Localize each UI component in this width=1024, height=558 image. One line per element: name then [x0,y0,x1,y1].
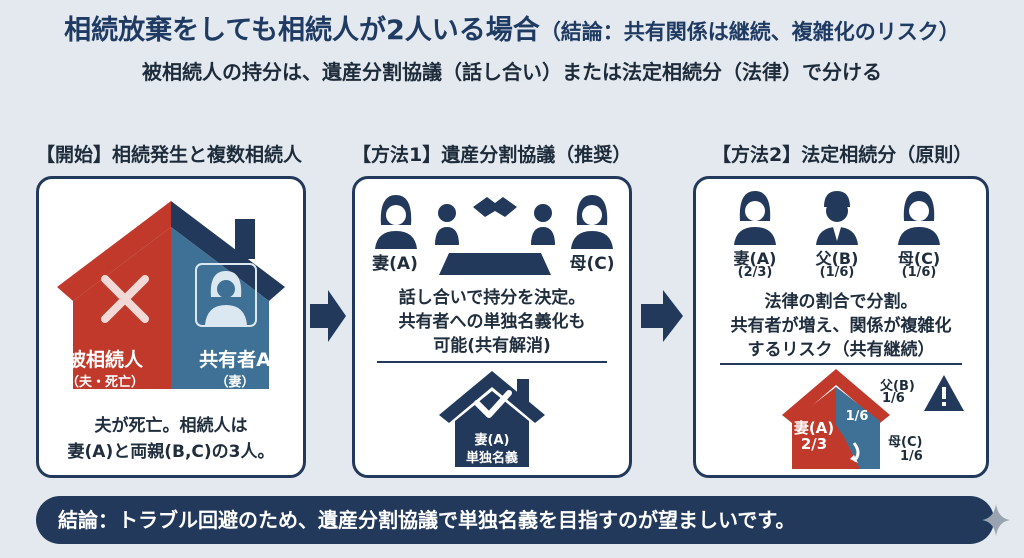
house-share-father-name: 父(B) [880,379,915,394]
page-title: 相続放棄をしても相続人が2人いる場合（結論：共有関係は継続、複雑化のリスク） [0,8,1024,47]
flow-arrow-icon [641,290,683,342]
house-check-icon [439,371,545,467]
warning-icon [924,375,964,411]
heir-name-wife: 妻(A) [733,249,777,268]
house-share-mother-value: 1/6 [900,449,923,464]
deceased-label: 被相続人 [66,349,143,371]
flow-arrow-icon [310,290,346,342]
method1-body-line3: 可能(共有解消) [433,336,551,356]
coowner-label: 共有者A [199,349,271,371]
house-sole-title-label: 単独名義 [465,451,518,466]
heir-share-wife: (2/3) [737,265,773,280]
house-share-wife-name: 妻(A) [793,419,835,437]
heir-share-father: (1/6) [819,265,855,280]
house-share-mother-name: 母(C) [888,435,923,450]
method1-person-left: 妻(A) [372,254,418,274]
woman-avatar-icon [195,263,257,327]
column-heading-start: 【開始】相続発生と複数相続人 [36,144,303,166]
heir-name-mother: 母(C) [897,249,941,268]
heir-share-mother: (1/6) [901,265,937,280]
start-panel: 被相続人 （夫・死亡） 共有者A （妻） 夫が死亡。相続人は 妻(A)と両親(B… [36,176,306,478]
method1-body-line1: 話し合いで持分を決定。 [398,288,586,308]
conclusion-banner: 結論：トラブル回避のため、遺産分割協議で単独名義を目指すのが望ましいです。 [36,496,994,544]
house-share-father-value: 1/6 [882,391,905,406]
title-main: 相続放棄をしても相続人が2人いる場合 [64,15,540,46]
method2-body-line1: 法律の割合で分割。 [764,292,918,312]
divider [720,363,962,365]
house-shares-illustration [782,369,890,469]
method2-body-line2: 共有者が増え、関係が複雑化 [730,316,952,336]
woman-avatar-icon [571,195,613,249]
woman-avatar-icon [898,191,940,245]
column-heading-method2: 【方法2】法定相続分（原則） [712,144,973,166]
x-mark-icon [101,275,149,323]
house-share-wife-value: 2/3 [800,435,828,453]
method2-body-line3: するリスク（共有継続） [747,340,935,360]
divider [377,361,607,363]
heir-name-father: 父(B) [815,249,859,268]
method1-panel: 妻(A) 母(C) 話し合いで持分を決定。 共有者への単独名義化も 可能(共有解… [352,176,632,478]
method1-person-right: 母(C) [569,254,615,274]
start-body-line1: 夫が死亡。相続人は [94,416,248,436]
deceased-note: （夫・死亡） [65,375,144,390]
page-subtitle: 被相続人の持分は、遺産分割協議（話し合い）または法定相続分（法律）で分ける [142,60,882,84]
title-sub: （結論：共有関係は継続、複雑化のリスク） [539,20,960,44]
woman-avatar-icon [375,195,417,249]
meeting-handshake-icon [435,197,555,275]
sparkle-icon [982,504,1010,536]
coowner-note: （妻） [215,375,255,390]
column-heading-method1: 【方法1】遺産分割協議（推奨） [352,144,632,166]
start-body-line2: 妻(A)と両親(B,C)の3人。 [67,442,275,462]
house-share-middle-value: 1/6 [845,409,869,424]
method1-body-line2: 共有者への単独名義化も [398,312,586,332]
man-avatar-icon [816,191,858,245]
house-owner-label: 妻(A) [474,433,510,448]
woman-avatar-icon [734,191,776,245]
method2-panel: 妻(A) (2/3) 父(B) (1/6) 母(C) (1/6) 法律の割合で分… [693,176,989,478]
